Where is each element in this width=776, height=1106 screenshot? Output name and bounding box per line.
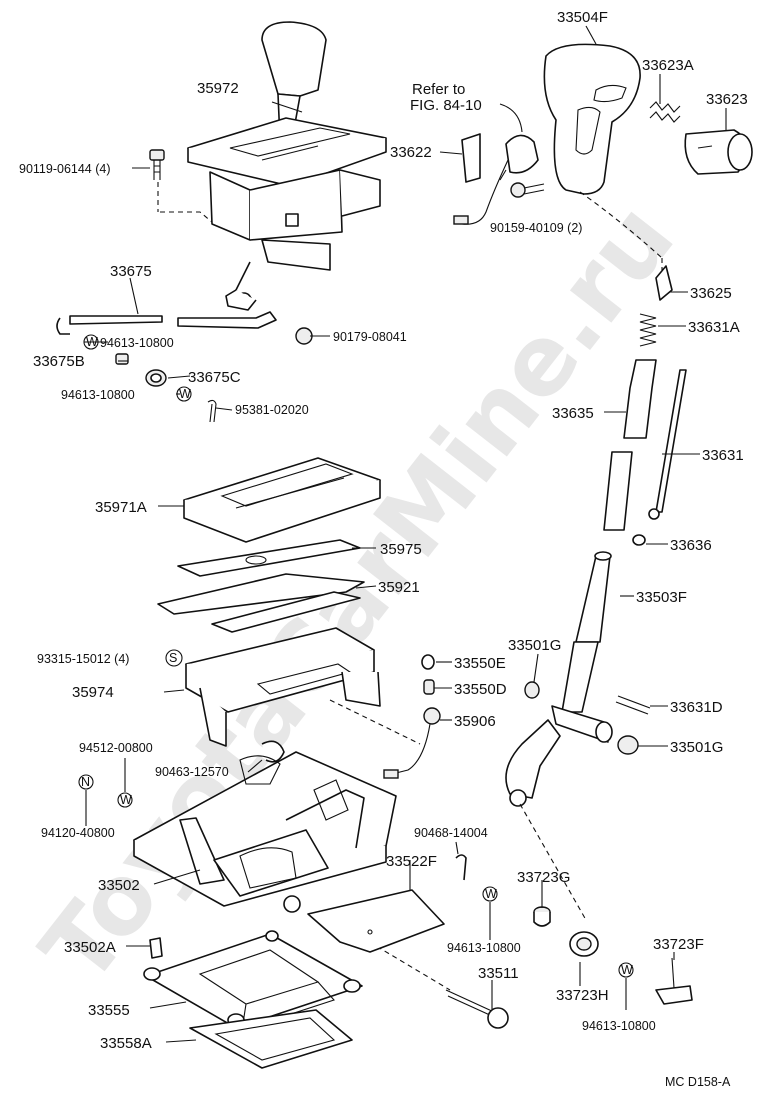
plate-35921-drawing (157, 573, 365, 633)
label-33558A: 33558A (100, 1035, 152, 1052)
reference-line1: Refer to (412, 81, 465, 98)
switch-33622-drawing (453, 103, 539, 225)
label-33623: 33623 (706, 91, 748, 108)
bulb-33550D-drawing (423, 679, 435, 695)
plate-33522F-drawing (307, 889, 445, 953)
label-35974: 35974 (72, 684, 114, 701)
label-94613c: 94613-10800 (447, 941, 521, 955)
push-button-33623-drawing (684, 129, 753, 175)
label-90179: 90179-08041 (333, 330, 407, 344)
label-94512: 94512-00800 (79, 741, 153, 755)
label-33675: 33675 (110, 263, 152, 280)
washer-symbol-94613c: W (482, 886, 498, 902)
washer-symbol-94512: W (117, 792, 133, 808)
label-94613b: 94613-10800 (61, 388, 135, 402)
bushing-33502A-drawing (149, 937, 163, 959)
label-94120: 94120-40800 (41, 826, 115, 840)
screw-symbol-letter: S (169, 651, 177, 665)
label-33623A: 33623A (642, 57, 694, 74)
retainer-90463-drawing (261, 740, 285, 763)
label-33503F: 33503F (636, 589, 687, 606)
label-33631A: 33631A (688, 319, 740, 336)
label-33511: 33511 (478, 965, 519, 982)
label-90119: 90119-06144 (4) (19, 162, 111, 176)
svg-text:W: W (485, 887, 497, 901)
cable-33675-drawing (56, 311, 277, 335)
svg-text:W: W (120, 793, 132, 807)
reference-line2: FIG. 84-10 (410, 97, 482, 114)
label-94613a: 94613-10800 (100, 336, 174, 350)
figure-code: MC D158-A (665, 1075, 731, 1089)
seal-33558A-drawing (189, 1009, 353, 1069)
svg-text:W: W (621, 963, 633, 977)
label-33675C: 33675C (188, 369, 241, 386)
bolt-33511-drawing (445, 989, 509, 1029)
label-90159: 90159-40109 (2) (490, 221, 582, 235)
label-33502: 33502 (98, 877, 140, 894)
bolt-90119-drawing (149, 149, 165, 212)
shift-rod-assembly-drawing (505, 258, 687, 921)
housing-35974-drawing (185, 627, 381, 747)
pin-95381-drawing (207, 399, 217, 423)
label-33555: 33555 (88, 1002, 130, 1019)
label-33501G-lower: 33501G (670, 739, 723, 756)
label-33501G-upper: 33501G (508, 637, 561, 654)
label-33723H: 33723H (556, 987, 609, 1004)
label-35971A: 35971A (95, 499, 147, 516)
label-95381: 95381-02020 (235, 403, 309, 417)
label-90468: 90468-14004 (414, 826, 488, 840)
label-33550D: 33550D (454, 681, 507, 698)
screw-symbol-93315 (165, 649, 183, 667)
label-35972: 35972 (197, 80, 239, 97)
socket-35906-drawing (383, 707, 441, 779)
label-33622: 33622 (390, 144, 432, 161)
bushing-33723G-drawing (533, 906, 551, 927)
spring-33623A-drawing (649, 101, 681, 123)
washer-symbol-94613d: W (618, 962, 634, 978)
cap-33550E-drawing (421, 654, 435, 670)
label-33631: 33631 (702, 447, 744, 464)
leader-lines (84, 25, 727, 1043)
shift-knob-drawing (543, 43, 663, 259)
leader-35906 (329, 699, 421, 745)
label-33675B: 33675B (33, 353, 85, 370)
screw-90159-drawing (510, 182, 545, 198)
nut-90179-drawing (295, 327, 313, 345)
label-33502A: 33502A (64, 939, 116, 956)
boot-33555-drawing (143, 930, 363, 1031)
base-33502-drawing (133, 751, 397, 913)
label-35906: 35906 (454, 713, 496, 730)
label-33723G: 33723G (517, 869, 570, 886)
label-33636: 33636 (670, 537, 712, 554)
label-33550E: 33550E (454, 655, 506, 672)
label-33504F: 33504F (557, 9, 608, 26)
clip-33675-drawing (115, 353, 167, 387)
bolt-33723F-drawing (655, 957, 693, 1005)
svg-text:W: W (179, 387, 191, 401)
label-33625: 33625 (690, 285, 732, 302)
label-93315: 93315-15012 (4) (37, 652, 129, 666)
label-35921: 35921 (378, 579, 420, 596)
shift-lever-assembly-drawing (160, 21, 387, 311)
label-33635: 33635 (552, 405, 594, 422)
label-33631D: 33631D (670, 699, 723, 716)
label-33522F: 33522F (386, 853, 437, 870)
cover-35971A-drawing (183, 457, 381, 543)
nut-symbol-94120: N (78, 774, 94, 790)
bushing-33723H-drawing (569, 931, 599, 957)
clip-90468-drawing (455, 854, 467, 881)
label-90463: 90463-12570 (155, 765, 229, 779)
label-33723F: 33723F (653, 936, 704, 953)
svg-text:N: N (81, 775, 90, 789)
label-94613d: 94613-10800 (582, 1019, 656, 1033)
label-35975: 35975 (380, 541, 422, 558)
